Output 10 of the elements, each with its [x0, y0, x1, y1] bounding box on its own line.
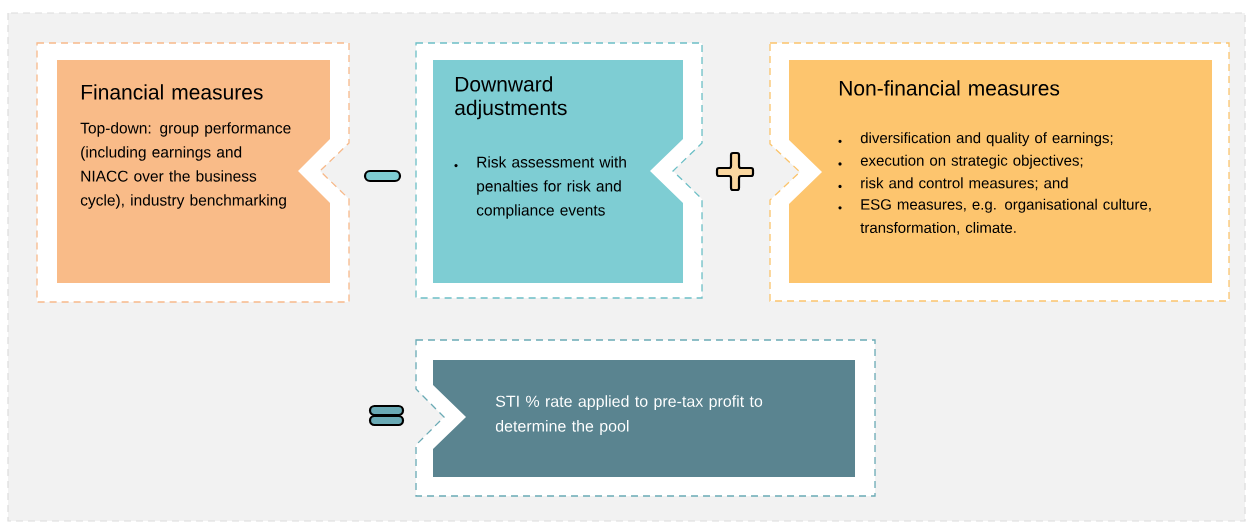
body-text: execution on strategic objectives;	[860, 154, 1083, 169]
body-text: diversification and quality of earnings;	[860, 132, 1113, 147]
heading: Downward adjustments	[455, 76, 567, 120]
body-text: Top-down: group performance (including earnings and NIACC over the business cycle), industry benchmarking	[80, 122, 291, 209]
body-text: Risk assessment with penalties for risk and compliance events	[476, 156, 626, 219]
body-text: risk and control measures; and	[861, 177, 1068, 191]
heading: Non-financial measures	[839, 80, 1060, 96]
body-text: STI % rate applied to pre-tax profit to determine the pool	[495, 395, 763, 435]
heading: Financial measures	[81, 84, 263, 100]
body-text: ESG measures, e.g. organisational culture, transformation, climate.	[860, 198, 1151, 235]
